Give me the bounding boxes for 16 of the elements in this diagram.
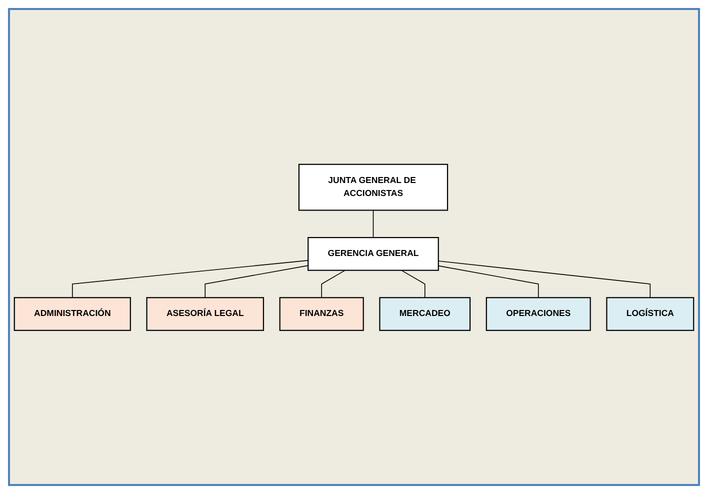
org-chart: JUNTA GENERAL DE ACCIONISTAS GERENCIA GENERAL ADMINISTRACIÓN ASESORÍA LEGAL FINANZAS MERCADEO OPERACIONES LOGÍSTICA: [10, 160, 698, 334]
connector: [438, 264, 539, 298]
node-box: [146, 296, 264, 331]
node-box: [379, 296, 471, 331]
node-box: [606, 296, 694, 331]
node-box: [486, 296, 591, 331]
node-box: [298, 163, 448, 210]
connector: [72, 260, 309, 298]
connector: [321, 270, 346, 298]
connector: [204, 264, 309, 298]
connector: [401, 270, 426, 298]
connector: [372, 209, 374, 238]
connector: [438, 260, 651, 298]
node-box: [308, 236, 439, 270]
node-box: [14, 296, 131, 331]
node-box: [279, 296, 364, 331]
